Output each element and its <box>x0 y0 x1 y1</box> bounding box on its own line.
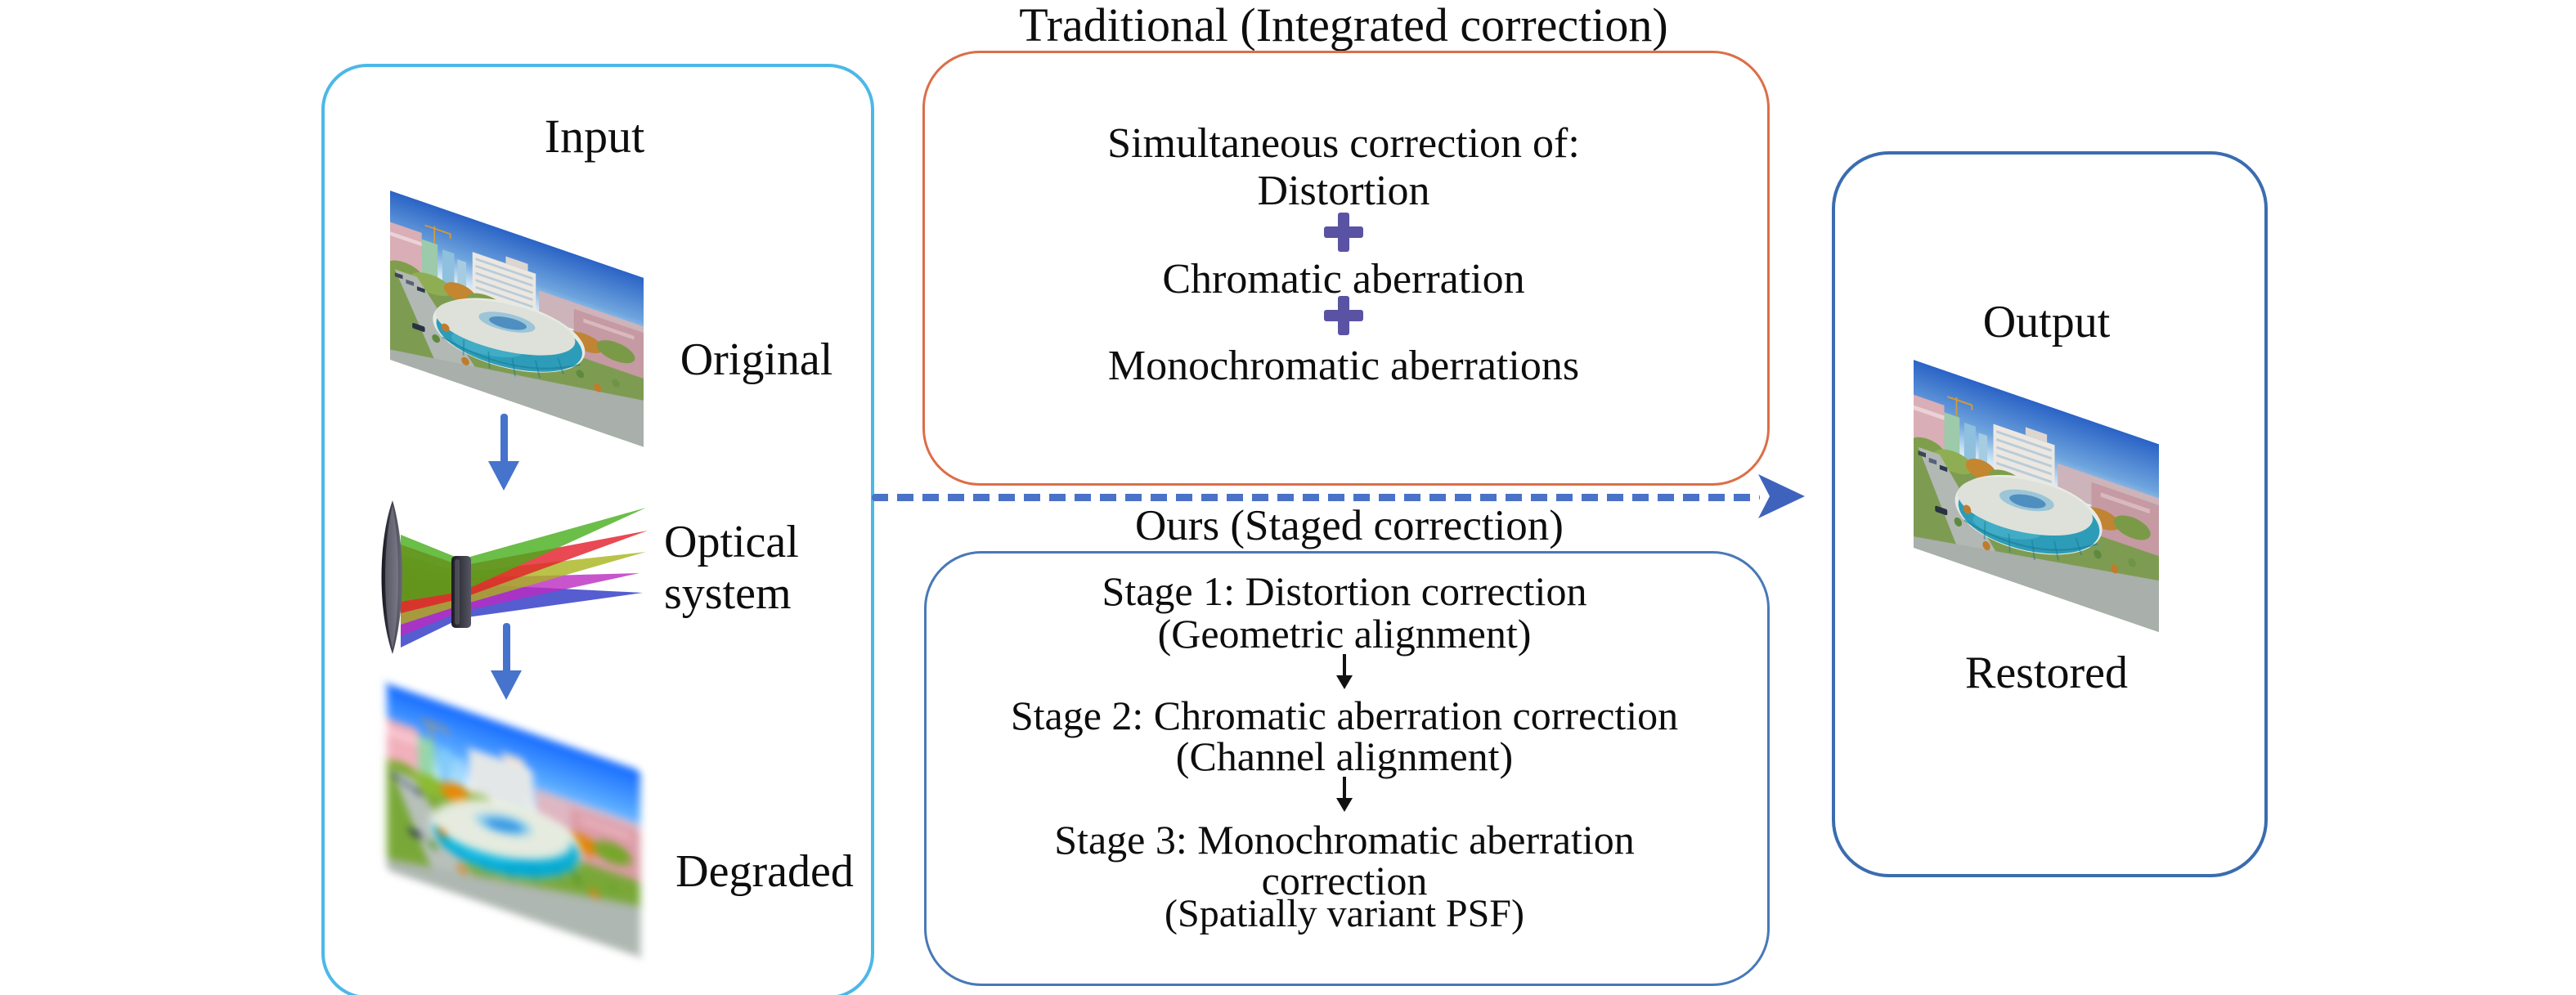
staged-box <box>924 551 1770 986</box>
traditional-title: Traditional (Integrated correction) <box>1019 0 1668 52</box>
down-arrow-icon <box>1336 777 1353 812</box>
output-box <box>1832 151 2268 877</box>
optical-system-label-line2: system <box>664 567 792 619</box>
ours-title: Ours (Staged correction) <box>1135 502 1564 549</box>
plus-icon <box>1324 213 1363 252</box>
optical-system-label-line1: Optical <box>664 517 799 567</box>
stage3-line2: correction <box>1261 858 1428 903</box>
restored-photo-label: Restored <box>1964 648 2129 698</box>
optical-system-label: Optical system <box>664 517 799 619</box>
stage2-line: Stage 2: Chromatic aberration correction <box>1010 692 1679 738</box>
traditional-line-monochromatic: Monochromatic aberrations <box>1107 343 1580 389</box>
down-arrow-icon <box>491 623 522 700</box>
dashed-flow-arrow-line <box>872 494 1760 501</box>
stage1-line: Stage 1: Distortion correction <box>1102 568 1587 614</box>
down-arrow-icon <box>488 414 519 491</box>
stage3-line: Stage 3: Monochromatic aberration <box>1054 817 1635 863</box>
output-box-title: Output <box>1982 297 2111 347</box>
optical-system-lens-diagram <box>381 500 648 654</box>
stage2-subline: (Channel alignment) <box>1175 733 1514 779</box>
stage3-subline: (Spatially variant PSF) <box>1165 892 1524 935</box>
traditional-line-chromatic: Chromatic aberration <box>1162 256 1525 303</box>
traditional-box <box>922 51 1770 486</box>
stage1-subline: (Geometric alignment) <box>1157 611 1532 657</box>
input-box <box>321 64 874 995</box>
traditional-line-simultaneous: Simultaneous correction of: <box>1107 120 1580 167</box>
degraded-photo-label: Degraded <box>675 846 854 897</box>
down-arrow-icon <box>1336 654 1353 689</box>
plus-icon <box>1324 296 1363 335</box>
traditional-line-distortion: Distortion <box>1257 168 1430 214</box>
dashed-flow-arrow-head <box>1758 474 1805 518</box>
original-photo-label: Original <box>680 334 833 385</box>
input-box-title: Input <box>544 110 645 163</box>
